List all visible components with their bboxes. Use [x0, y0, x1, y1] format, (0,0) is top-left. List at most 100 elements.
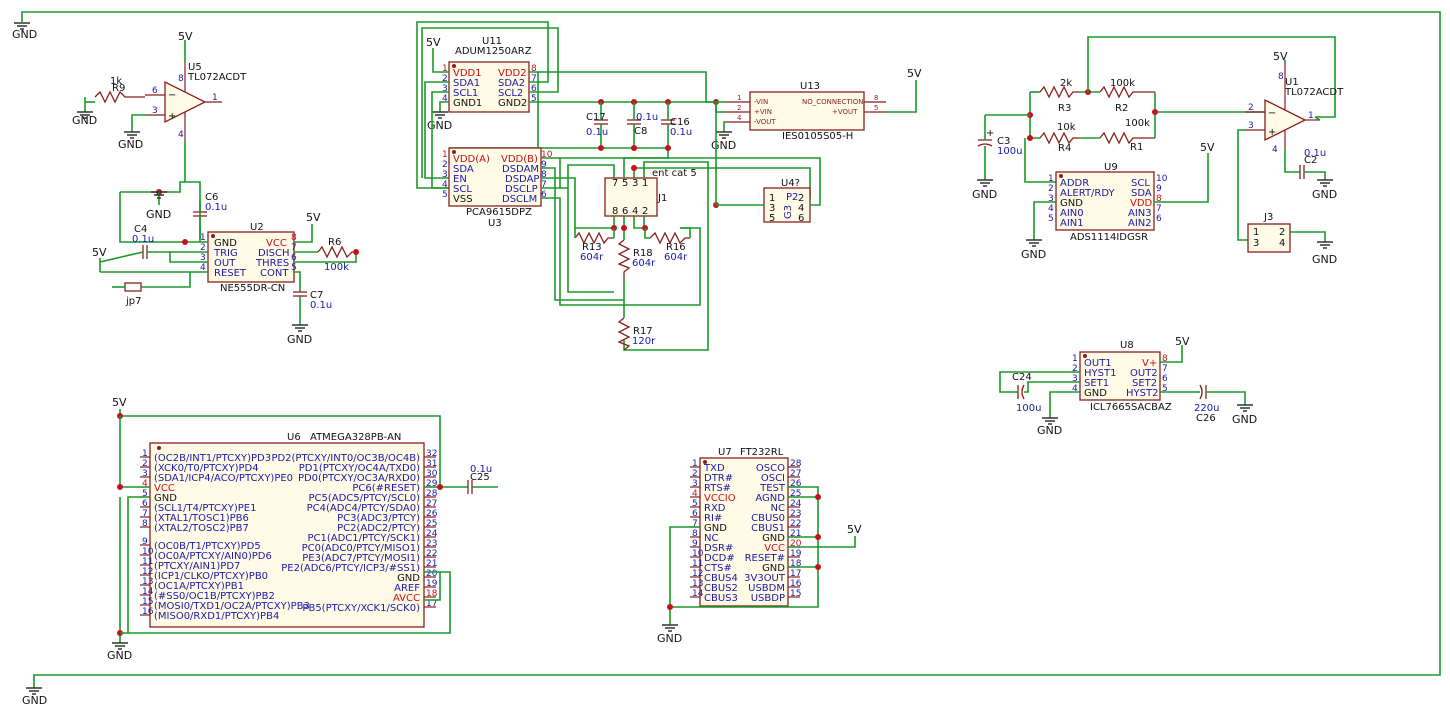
pin-number: 12 — [692, 569, 703, 579]
u9-ads1114[interactable]: U9 ADS1114IDGSR 1 ADDR 2 ALERT/RDY 3 GND… — [1048, 162, 1168, 243]
pin-name: TEST — [759, 483, 786, 494]
u3-pca9615[interactable]: U3 PCA9615DPZ 1 VDD(A) 2 SDA 3 EN 4 SCL … — [442, 147, 553, 229]
pin-name: NC — [704, 533, 718, 544]
pin-name: CONT — [260, 268, 289, 279]
c2-capacitor[interactable]: C2 0.1u — [1299, 148, 1326, 179]
pin-name: (MOSI0/TXD1/OC2A/PTCXY)PB3 — [154, 601, 310, 612]
u11-adum1250[interactable]: U11 ADUM1250ARZ 1 VDD1 2 SDA1 3 SCL1 4 G… — [442, 36, 537, 113]
r2-value: 100k — [1110, 78, 1135, 89]
pin-number: 4 — [442, 94, 448, 104]
r6-resistor[interactable]: R6 100k — [317, 237, 356, 273]
c24-ref: C24 — [1012, 372, 1032, 383]
pin-number: 1 — [1048, 174, 1054, 184]
u2-right-pins: 8 VCC 7 DISCH 6 THRES 5 CONT — [255, 233, 297, 279]
pin-name: NC — [771, 503, 785, 514]
u6-value: ATMEGA328PB-AN — [310, 432, 401, 443]
c24-capacitor[interactable]: C24 100u — [1012, 372, 1041, 414]
c17-capacitor[interactable]: C17 0.1u — [586, 102, 608, 148]
c25-capacitor[interactable]: 0.1u C25 — [467, 464, 492, 494]
pin-number: 6 — [152, 86, 158, 96]
u13-ref: U13 — [800, 81, 820, 92]
v5-label: 5V — [112, 396, 127, 409]
u3-value: PCA9615DPZ — [466, 207, 532, 218]
pin-name: DSCLP — [505, 184, 538, 195]
gnd-label: GND — [657, 632, 682, 645]
c7-capacitor[interactable]: C7 0.1u — [293, 290, 332, 325]
pin-name: -VIN — [754, 98, 768, 106]
r3-value: 2k — [1060, 78, 1072, 89]
jp7-ref: jp7 — [125, 296, 142, 307]
u7-ref: U7 — [718, 447, 732, 458]
pin-name: GND2 — [498, 98, 527, 109]
r18-value: 604r — [632, 258, 656, 269]
pin-name: AIN3 — [1128, 208, 1152, 219]
pin-name: DSDAP — [505, 174, 539, 185]
pin-name: +VOUT — [832, 108, 858, 116]
j1-connector[interactable]: J1 ent cat 5 7 5 3 1 8 6 4 2 — [604, 168, 697, 217]
gnd-symbol — [1237, 404, 1253, 412]
pin-number: 7 — [612, 178, 618, 189]
pin-number: 7 — [531, 74, 537, 84]
c26-capacitor[interactable]: 220u C26 — [1194, 384, 1219, 424]
pin-number: 9 — [142, 537, 148, 547]
pin-number: 3 — [142, 469, 148, 479]
pin-name: CBUS4 — [704, 573, 738, 584]
pin-name: +VIN — [754, 108, 772, 116]
c3-capacitor[interactable]: C3 100u + — [977, 115, 1022, 180]
pin-name: GND — [397, 573, 420, 584]
pin-number: 5 — [1048, 214, 1054, 224]
pin-number: 27 — [790, 469, 801, 479]
pin-number: 11 — [692, 559, 703, 569]
pin-name: CBUS2 — [704, 583, 738, 594]
pin-number: 6 — [798, 213, 804, 224]
u13-dcdc[interactable]: U13 IES0105S05-H 1 -VIN 2 +VIN 4 -VOUT 8… — [726, 81, 886, 142]
c6-capacitor[interactable]: C6 0.1u — [193, 192, 227, 240]
r4-resistor[interactable]: 10k R4 — [1039, 122, 1080, 154]
pin-name: NO_CONNECTION — [802, 98, 864, 106]
gnd-label: GND — [711, 139, 736, 152]
r2-resistor[interactable]: 100k R2 — [1099, 78, 1155, 114]
r6-ref: R6 — [328, 237, 341, 248]
pin-number: 3 — [692, 479, 698, 489]
pin-number: 19 — [426, 579, 438, 589]
u1-opamp[interactable]: U1 TL072ACDT 8 2 3 1 4 − + — [1245, 64, 1344, 155]
j3-connector[interactable]: J3 1 2 3 4 — [1247, 212, 1291, 253]
pin-number: 4 — [692, 489, 698, 499]
pin-number: 3 — [632, 178, 638, 189]
r1-resistor[interactable]: 100k R1 — [1099, 118, 1155, 153]
pin-name: GND — [704, 523, 727, 534]
u8-icl7665[interactable]: U8 ICL7665SACBAZ 1 OUT1 2 HYST1 3 SET1 4… — [1072, 340, 1172, 413]
r17-resistor[interactable]: R17 120r — [617, 317, 656, 351]
c8-capacitor[interactable]: C8 0.1u — [627, 102, 658, 148]
c2-ref: C2 — [1304, 155, 1317, 166]
r13-resistor[interactable]: R13 604r — [574, 231, 614, 263]
pin-name: RI# — [704, 513, 722, 524]
u5-opamp[interactable]: U5 TL072ACDT 8 6 3 1 4 − + — [145, 62, 247, 140]
r16-resistor[interactable]: R16 604r — [649, 231, 690, 263]
pin-name: HYST1 — [1084, 368, 1116, 379]
pin-name: DSDAM — [502, 164, 539, 175]
pin-number: 8 — [874, 94, 878, 102]
pin-number: 4 — [737, 114, 742, 122]
u2-ne555[interactable]: U2 NE555DR-CN 1 GND 2 TRIG 3 OUT 4 RESET… — [200, 222, 297, 294]
j3-ref: J3 — [1263, 212, 1273, 223]
u6-atmega328pb[interactable]: U6 ATMEGA328PB-AN 1(OC2B/INT1/PTCXY)PD32… — [140, 432, 438, 628]
pin-name: AREF — [394, 583, 420, 594]
u4-body: G3 — [783, 205, 794, 219]
pin-number: 23 — [790, 509, 801, 519]
pin-number: 3 — [769, 203, 775, 214]
j1-ref: J1 — [657, 193, 667, 204]
pin-name: EN — [453, 174, 467, 185]
gnd-label: GND — [118, 138, 143, 151]
r9-ref: R9 — [112, 83, 125, 94]
c16-capacitor[interactable]: C16 0.1u — [661, 102, 692, 148]
r18-resistor[interactable]: R18 604r — [617, 239, 656, 280]
jp7-jumper[interactable]: jp7 — [124, 282, 142, 307]
r9-resistor[interactable]: R9 1k — [94, 76, 145, 104]
pin-number: 4 — [632, 206, 638, 217]
r3-resistor[interactable]: 2k R3 — [1039, 78, 1080, 114]
u4-connector[interactable]: U4? P2 G3 1 3 5 2 4 6 — [763, 178, 811, 224]
pin-number: 26 — [426, 509, 438, 519]
